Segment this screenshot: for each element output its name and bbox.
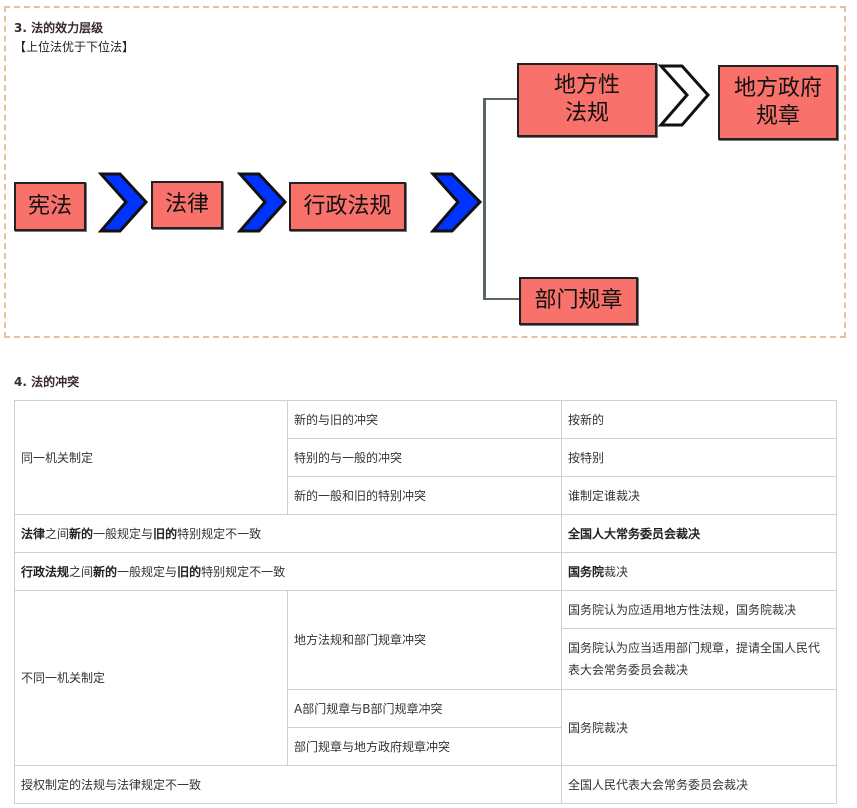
table-row: 新的一般和旧的特别冲突谁制定谁裁决	[15, 476, 837, 515]
cell: 谁制定谁裁决	[561, 476, 837, 515]
cell: 国务院裁决	[561, 689, 837, 766]
section3-title: 3. 法的效力层级	[14, 21, 104, 35]
table-row: 同一机关制定新的与旧的冲突按新的	[14, 400, 837, 515]
text: 特别规定不一致	[201, 564, 286, 579]
text: 一般规定与	[117, 564, 178, 579]
table-row: 行政法规之间新的一般规定与旧的特别规定不一致国务院裁决	[14, 552, 837, 591]
conflict-table: 同一机关制定新的与旧的冲突按新的 特别的与一般的冲突按特别 新的一般和旧的特别冲…	[14, 400, 837, 804]
box-law: 法律	[151, 181, 223, 229]
table-row: 不同一机关制定地方法规和部门规章冲突国务院认为应适用地方性法规，国务院裁决	[14, 590, 837, 766]
cell: 按新的	[561, 400, 837, 439]
bold-text: 新的	[93, 564, 118, 579]
cell: 行政法规之间新的一般规定与旧的特别规定不一致	[14, 552, 562, 591]
chevron-right-icon	[430, 172, 483, 233]
table-row: 授权制定的法规与法律规定不一致全国人民代表大会常务委员会裁决	[14, 765, 837, 804]
cell: 全国人大常务委员会裁决	[561, 514, 837, 553]
cell: 国务院认为应适用地方性法规，国务院裁决	[561, 590, 837, 629]
hierarchy-section	[4, 6, 846, 338]
table-row: A部门规章与B部门规章冲突国务院裁决	[15, 689, 837, 766]
cell: 部门规章与地方政府规章冲突	[287, 727, 562, 766]
section3-subtitle: 【上位法优于下位法】	[14, 40, 135, 54]
table-row: 特别的与一般的冲突按特别	[15, 438, 837, 477]
bold-text: 国务院	[568, 564, 605, 579]
cell: 全国人民代表大会常务委员会裁决	[561, 765, 837, 804]
section4-title: 4. 法的冲突	[14, 375, 80, 389]
chevron-right-icon	[237, 172, 288, 233]
cell: 授权制定的法规与法律规定不一致	[14, 765, 562, 804]
bold-text: 旧的	[177, 564, 202, 579]
text: 之间	[45, 526, 70, 541]
cell: 不同一机关制定	[14, 590, 288, 766]
cell: 国务院裁决	[561, 552, 837, 591]
box-admin-regulation: 行政法规	[289, 182, 406, 231]
bold-text: 法律	[21, 526, 46, 541]
text: 裁决	[604, 564, 629, 579]
box-constitution: 宪法	[14, 182, 86, 231]
cell: 同一机关制定	[14, 400, 288, 515]
bold-text: 全国人大常务委员会裁决	[568, 526, 701, 541]
bold-text: 旧的	[153, 526, 178, 541]
text: 之间	[69, 564, 94, 579]
cell: 按特别	[561, 438, 837, 477]
cell: 新的一般和旧的特别冲突	[287, 476, 562, 515]
cell: 法律之间新的一般规定与旧的特别规定不一致	[14, 514, 562, 553]
cell: A部门规章与B部门规章冲突	[287, 689, 562, 728]
cell: 特别的与一般的冲突	[287, 438, 562, 477]
box-local-gov-rule: 地方政府 规章	[718, 65, 838, 140]
text: 一般规定与	[93, 526, 154, 541]
box-dept-rule: 部门规章	[519, 277, 638, 325]
cell: 国务院认为应当适用部门规章，提请全国人民代表大会常务委员会裁决	[561, 628, 837, 690]
connector-line	[483, 298, 519, 300]
table-row: 法律之间新的一般规定与旧的特别规定不一致全国人大常务委员会裁决	[14, 514, 837, 553]
bold-text: 行政法规	[21, 564, 70, 579]
text: 特别规定不一致	[177, 526, 262, 541]
connector-line	[483, 98, 517, 100]
box-local-regulation: 地方性 法规	[517, 63, 657, 137]
connector-line	[483, 98, 486, 300]
cell: 新的与旧的冲突	[287, 400, 562, 439]
cell: 地方法规和部门规章冲突	[287, 590, 562, 690]
chevron-right-outline-icon	[658, 64, 710, 127]
bold-text: 新的	[69, 526, 94, 541]
chevron-right-icon	[98, 172, 149, 233]
